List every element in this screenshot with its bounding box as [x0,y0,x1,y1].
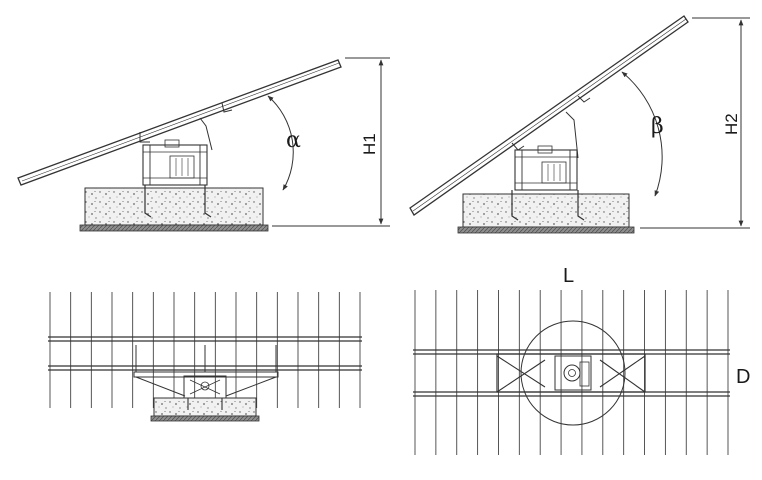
depth-d-label: D [736,366,750,388]
solar-panel-right [409,15,689,216]
length-l-label: L [563,265,574,287]
angle-beta-label: β [651,114,664,139]
top-view-rails [414,290,729,455]
ground-base-front [150,415,260,422]
top-view-tracker [496,320,646,426]
tracker-frame-left [142,139,208,186]
side-view-alpha [17,57,390,232]
ground-base-left [79,224,269,232]
height-h1-label: H1 [360,133,379,155]
front-view-rails [49,292,361,408]
height-h2-label: H2 [722,113,741,135]
ground-base-right [457,226,635,234]
concrete-foundation-left [84,187,264,226]
concrete-foundation-right [462,193,630,228]
angle-alpha-label: α [286,128,301,153]
front-view [48,292,362,422]
side-view-beta [409,15,750,234]
top-view [413,290,730,455]
rotation-circle [520,320,626,426]
concrete-foundation-front [153,397,257,417]
solar-panel-left [17,59,342,186]
tracker-frame-right [514,145,578,191]
